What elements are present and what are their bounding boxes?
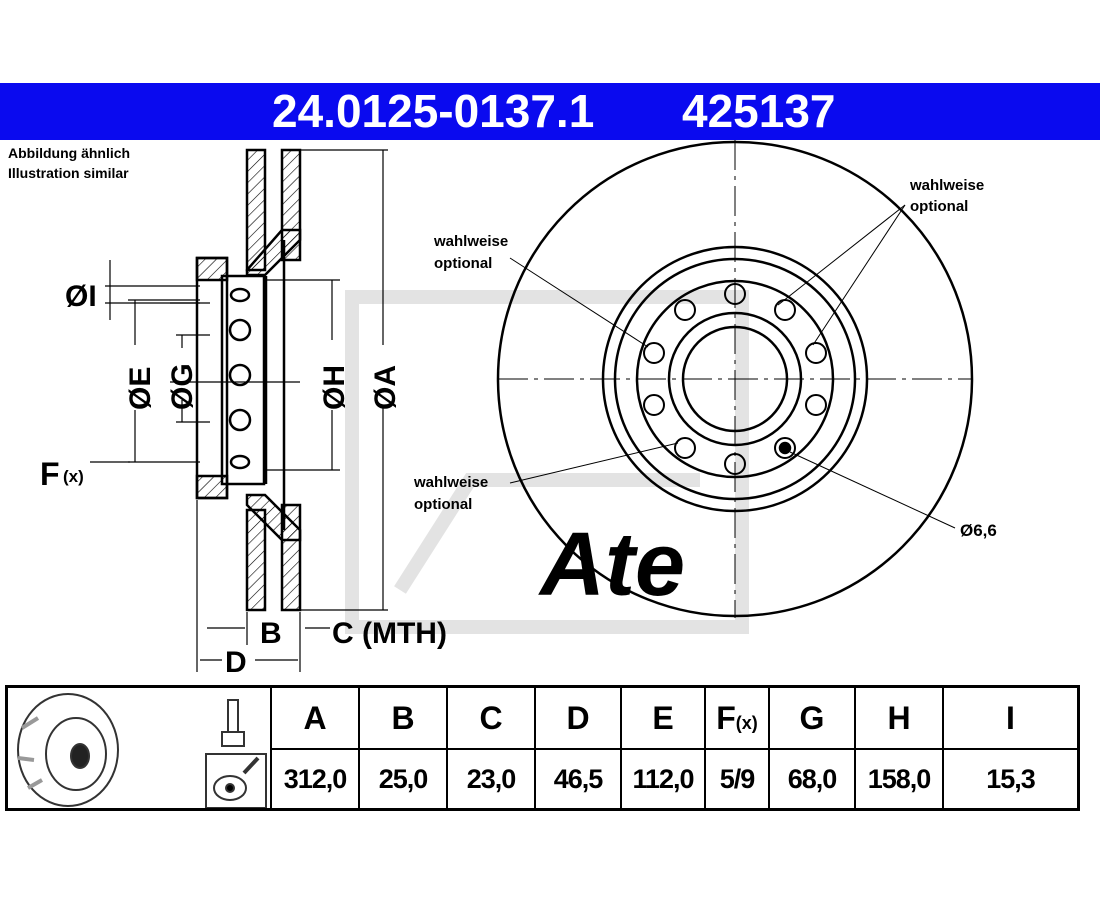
value-H: 158,0 xyxy=(854,748,944,811)
header-A: A xyxy=(270,685,360,750)
header-H: H xyxy=(854,685,944,750)
front-view xyxy=(496,140,974,618)
optional-left-2: optional xyxy=(434,255,492,272)
bolt-icon xyxy=(221,699,245,747)
ate-watermark-logo: Ate xyxy=(345,290,749,634)
label-dia-I: ØI xyxy=(65,280,97,313)
short-number: 425137 xyxy=(682,85,836,137)
header-F: F(x) xyxy=(704,685,770,750)
optional-left-1: wahlweise xyxy=(433,233,508,250)
side-section-view xyxy=(195,148,302,612)
label-B: B xyxy=(260,617,282,650)
disc-and-bolt-icons xyxy=(17,693,267,808)
header-B: B xyxy=(358,685,448,750)
optional-bottom-left-2: optional xyxy=(414,496,472,513)
value-E: 112,0 xyxy=(620,748,706,811)
value-B: 25,0 xyxy=(358,748,448,811)
dimensions-table: A B C D E F(x) G H I 312,0 25,0 23,0 46,… xyxy=(5,685,1080,811)
label-C: C (MTH) xyxy=(332,617,447,650)
note-line2: Illustration similar xyxy=(8,165,129,181)
label-dia-A: ØA xyxy=(369,365,402,410)
header-F-sub: (x) xyxy=(735,712,758,733)
note-line1: Abbildung ähnlich xyxy=(8,145,130,161)
label-D: D xyxy=(225,646,247,679)
hole-6-6-marker xyxy=(778,441,792,455)
label-dia-E: ØE xyxy=(124,367,157,410)
value-G: 68,0 xyxy=(768,748,856,811)
header-G: G xyxy=(768,685,856,750)
header-bar: 24.0125-0137.1 425137 xyxy=(0,83,1100,140)
optional-top-right-2: optional xyxy=(910,198,968,215)
hole-diameter-label: Ø6,6 xyxy=(960,521,997,540)
label-F-sub: (x) xyxy=(63,467,84,486)
header-F-letter: F xyxy=(716,699,736,736)
value-A: 312,0 xyxy=(270,748,360,811)
value-I: 15,3 xyxy=(942,748,1080,811)
value-C: 23,0 xyxy=(446,748,536,811)
mounting-screw-icon xyxy=(205,753,267,808)
value-D: 46,5 xyxy=(534,748,622,811)
optional-top-right-1: wahlweise xyxy=(909,177,984,194)
header-D: D xyxy=(534,685,622,750)
brake-disc-icon xyxy=(17,693,119,807)
svg-text:Ate: Ate xyxy=(538,515,685,615)
label-dia-G: ØG xyxy=(166,363,199,410)
optional-bottom-left-1: wahlweise xyxy=(413,474,488,491)
label-F: F xyxy=(40,456,60,492)
article-number: 24.0125-0137.1 xyxy=(272,85,595,137)
header-I: I xyxy=(942,685,1080,750)
dimension-lines xyxy=(90,149,388,672)
product-icons-cell xyxy=(5,685,272,811)
label-dia-H: ØH xyxy=(318,365,351,410)
header-E: E xyxy=(620,685,706,750)
value-F: 5/9 xyxy=(704,748,770,811)
header-C: C xyxy=(446,685,536,750)
